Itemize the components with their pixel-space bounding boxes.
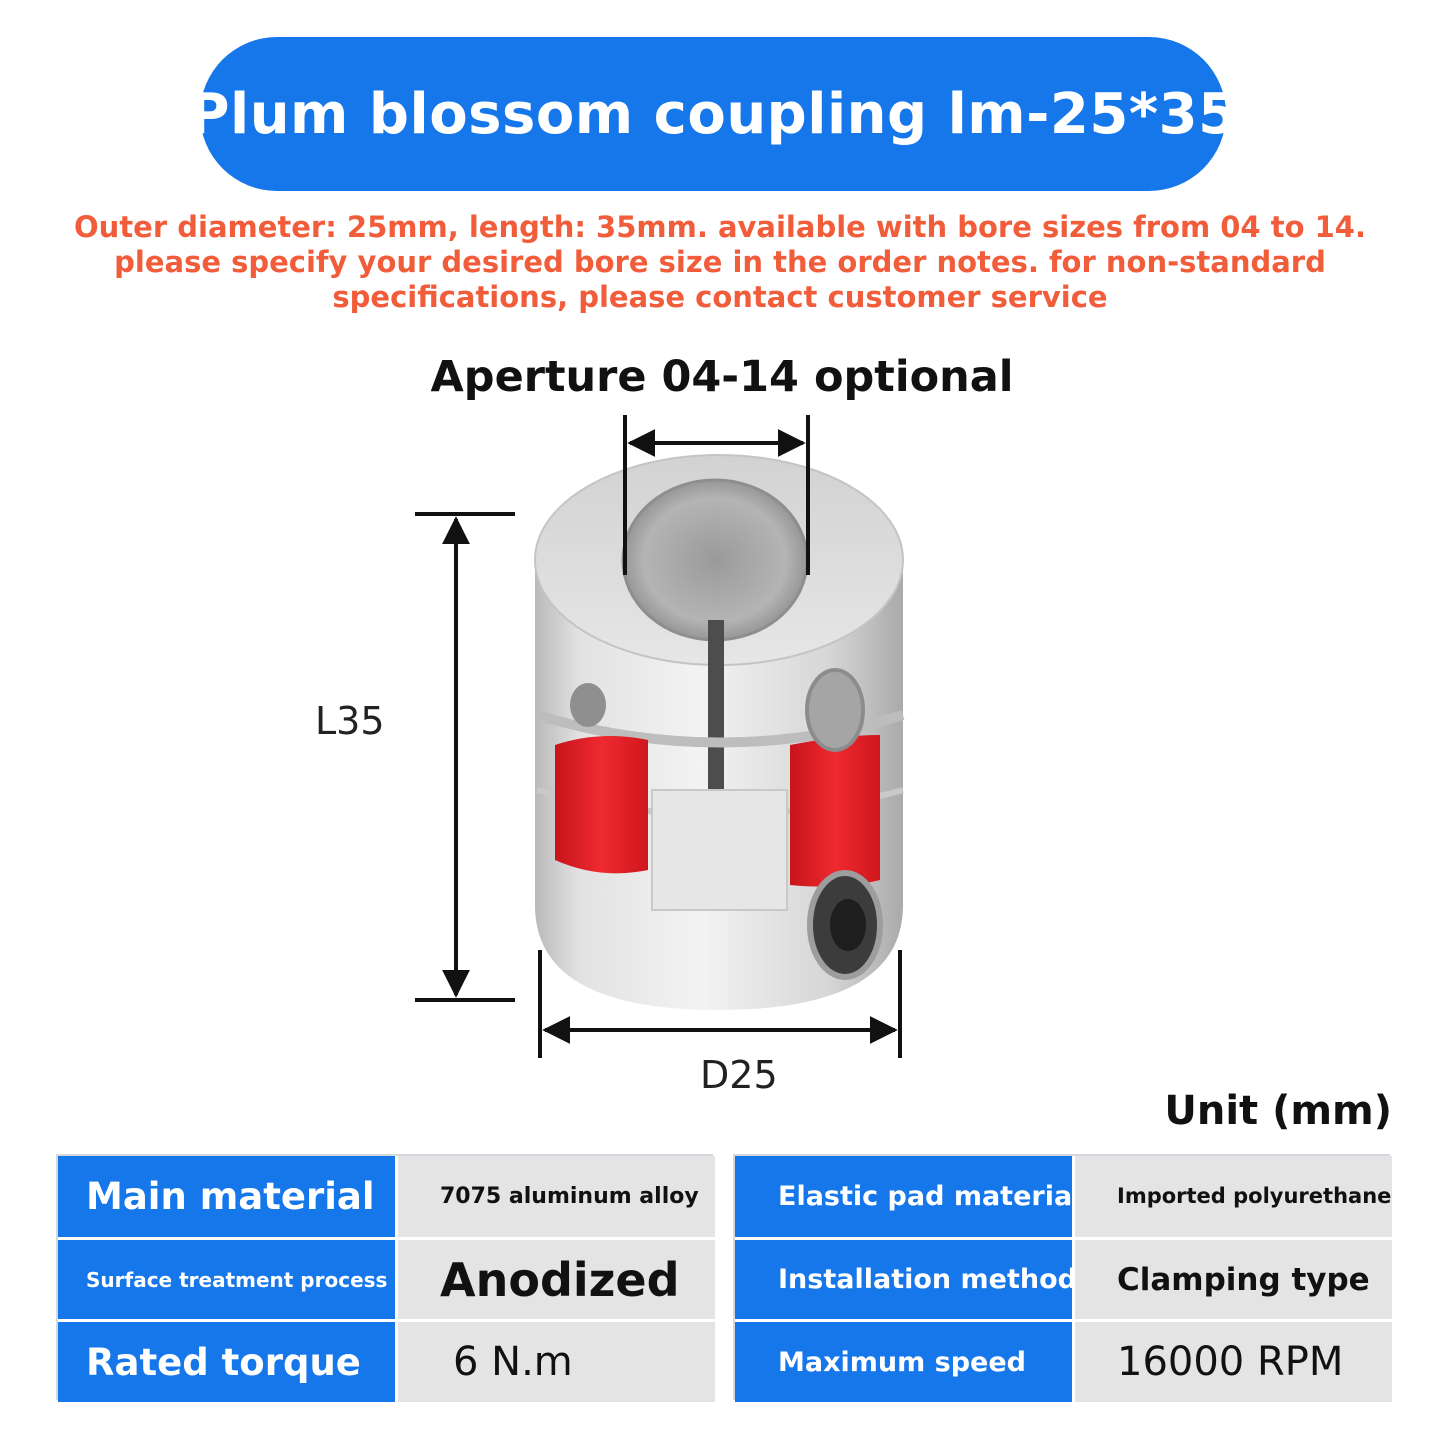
length-label: L35 (315, 699, 385, 743)
side-hole (805, 668, 865, 752)
spec-value: 6 N.m (395, 1322, 715, 1402)
spec-key: Installation method (735, 1240, 1077, 1322)
description-line-1: Outer diameter: 25mm, length: 35mm. avai… (74, 210, 1366, 244)
title-banner: Plum blossom coupling lm-25*35 (188, 37, 1237, 191)
aperture-label-text: Aperture 04-14 optional (430, 352, 1014, 402)
coupling-body (534, 454, 905, 1010)
description-line-3: specifications, please contact customer … (332, 280, 1108, 314)
spec-table-right: Elastic pad material Imported polyuretha… (733, 1154, 1392, 1402)
spec-value: 16000 RPM (1072, 1322, 1392, 1402)
bore-hole (621, 478, 809, 642)
spec-key: Rated torque (58, 1322, 395, 1402)
product-title: Plum blossom coupling lm-25*35 (188, 81, 1238, 147)
spec-key: Main material (58, 1156, 395, 1240)
elastic-pad-left (555, 736, 648, 874)
aperture-label: Aperture 04-14 optional (0, 352, 1440, 402)
elastic-pad-right (790, 735, 880, 887)
spec-table-left: Main material 7075 aluminum alloy Surfac… (56, 1154, 715, 1402)
product-description: Outer diameter: 25mm, length: 35mm. avai… (40, 210, 1400, 315)
length-dimension (415, 512, 515, 1002)
unit-label: Unit (mm) (1164, 1088, 1392, 1134)
spec-value: Anodized (395, 1240, 715, 1322)
aperture-dimension (623, 415, 810, 575)
spec-value: Clamping type (1072, 1240, 1392, 1322)
spec-key: Surface treatment process (58, 1240, 395, 1322)
diameter-label: D25 (700, 1053, 778, 1097)
diameter-dimension (538, 950, 902, 1058)
spec-value: 7075 aluminum alloy (395, 1156, 715, 1240)
spec-key: Maximum speed (735, 1322, 1072, 1402)
description-line-2: please specify your desired bore size in… (114, 245, 1326, 279)
spec-key: Elastic pad material (735, 1156, 1081, 1240)
spec-value: Imported polyurethane (1072, 1156, 1392, 1240)
